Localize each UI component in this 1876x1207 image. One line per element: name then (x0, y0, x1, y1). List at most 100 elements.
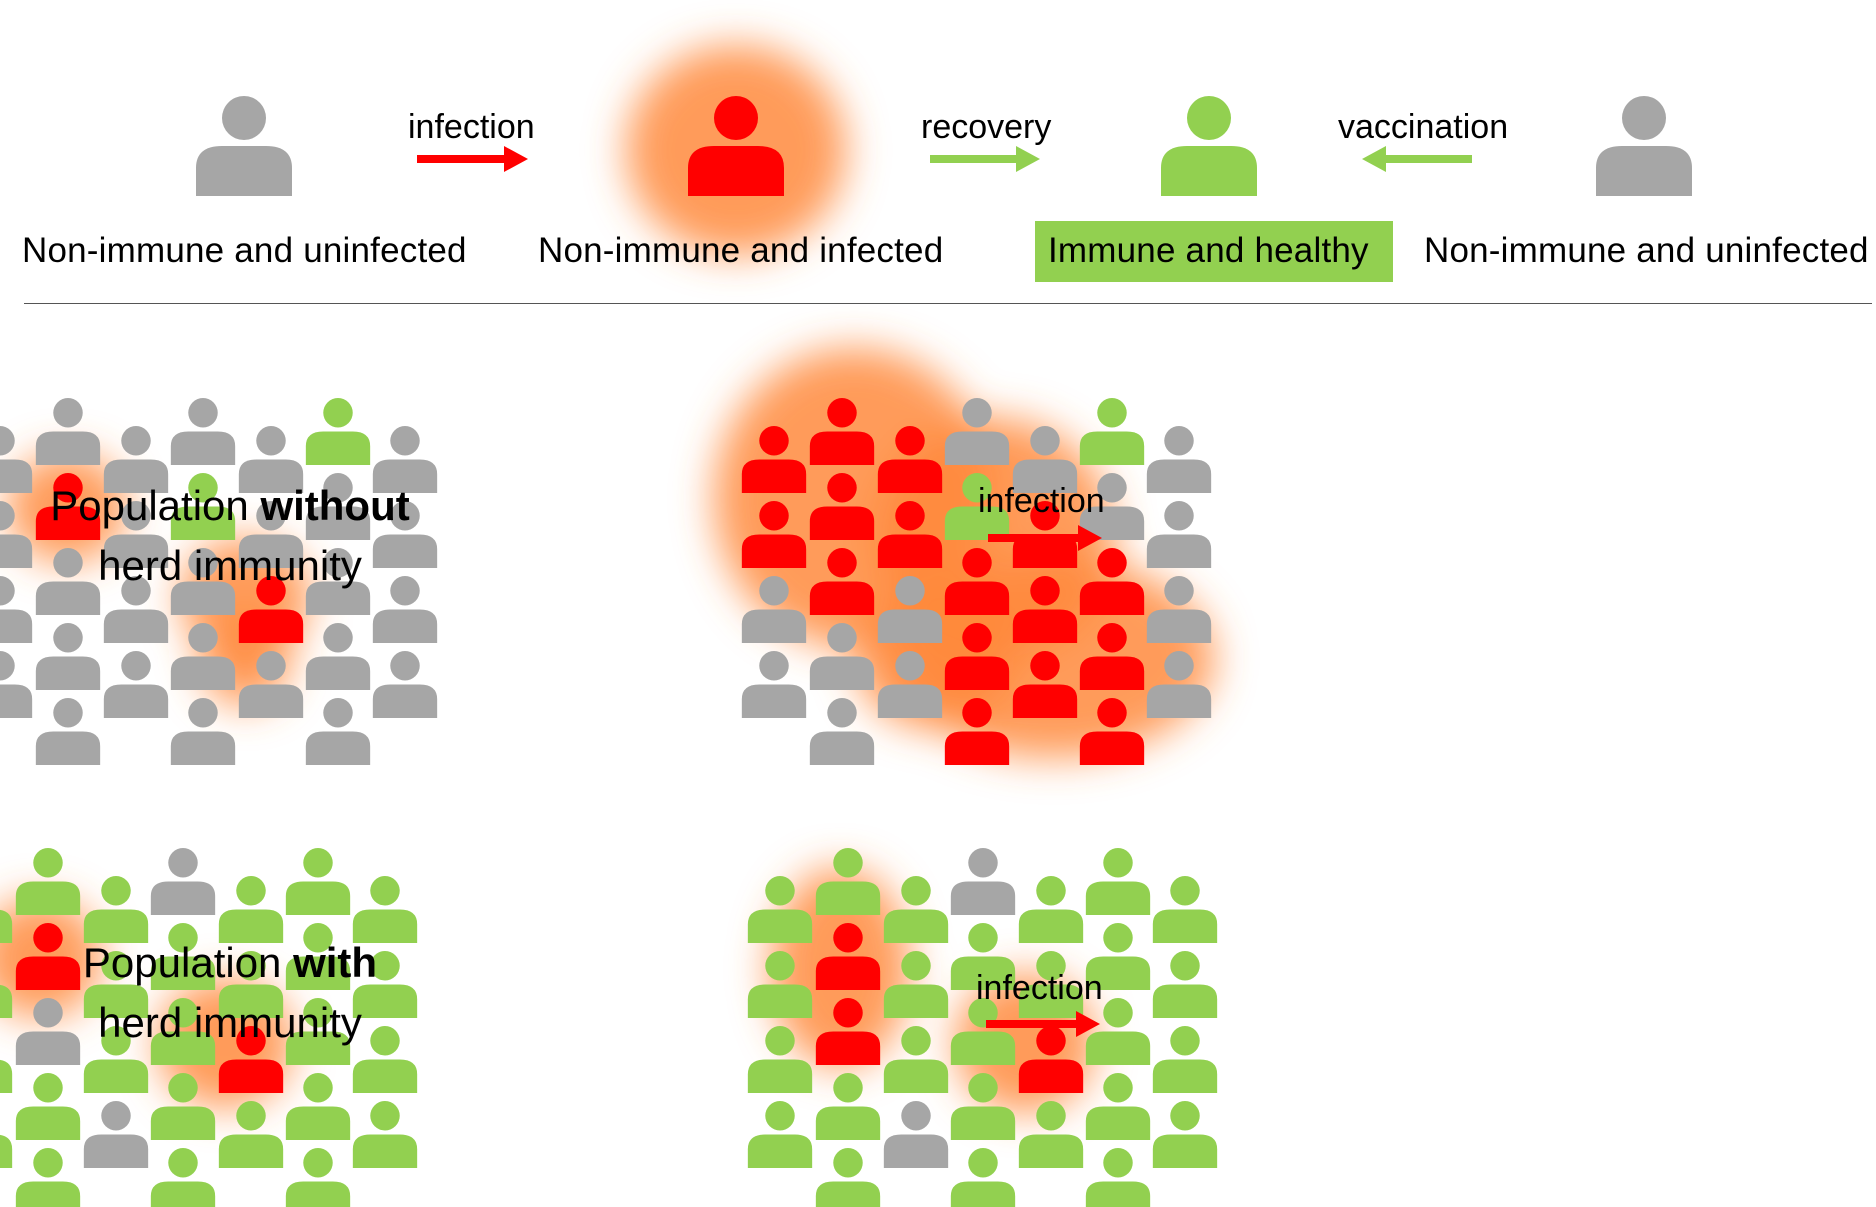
crowd-person-icon (815, 1073, 881, 1140)
crowd-person-icon (170, 548, 236, 615)
legend-person-icon (1161, 96, 1257, 196)
crowd-person-icon (944, 473, 1010, 540)
crowd-person-icon (150, 1073, 216, 1140)
crowd-person-icon (1018, 1026, 1084, 1093)
crowd-person-icon (747, 876, 813, 943)
crowd-person-icon (1152, 1101, 1218, 1168)
crowd-person-icon (0, 1134, 13, 1168)
crowd-person-icon (150, 923, 216, 990)
crowd-person-icon (1018, 951, 1084, 1018)
immune-label-highlight (1035, 221, 1393, 282)
crowd-person-icon (0, 576, 33, 643)
crowd-person-icon (35, 623, 101, 690)
legend-label-non-immune-infected: Non-immune and infected (538, 231, 944, 270)
legend-person-icon (688, 96, 784, 196)
crowd-person-icon (1079, 623, 1145, 690)
crowd-person-icon (285, 1148, 351, 1207)
crowd-person-icon (103, 501, 169, 568)
section-divider (24, 303, 1872, 304)
crowd-person-icon (15, 1073, 81, 1140)
crowd-person-icon (218, 1101, 284, 1168)
crowd-person-icon (285, 1073, 351, 1140)
crowd-person-icon (305, 698, 371, 765)
crowd-person-icon (747, 951, 813, 1018)
crowd-person-icon (883, 1101, 949, 1168)
crowd-person-icon (305, 623, 371, 690)
crowd-person-icon (150, 848, 216, 915)
crowd-person-icon (741, 426, 807, 493)
crowd-person-icon (238, 501, 304, 568)
crowd-person-icon (352, 1026, 418, 1093)
crowd-person-icon (372, 651, 438, 718)
crowd-person-icon (944, 623, 1010, 690)
crowd-person-icon (352, 876, 418, 943)
crowd-person-icon (1152, 951, 1218, 1018)
crowd-person-icon (877, 426, 943, 493)
crowd-person-icon (950, 998, 1016, 1065)
crowd-person-icon (1012, 501, 1078, 568)
crowd-person-icon (1012, 426, 1078, 493)
crowd-person-icon (747, 1026, 813, 1093)
row-label-without: Population without herd immunity (50, 482, 410, 589)
crowd-person-icon (150, 998, 216, 1065)
crowd-person-icon (372, 501, 438, 568)
legend-label-immune-healthy: Immune and healthy (1048, 231, 1369, 270)
crowd-person-icon (0, 501, 33, 568)
crowd-person-icon (103, 651, 169, 718)
crowd-person-icon (150, 1148, 216, 1207)
crowd-person-icon (1085, 1148, 1151, 1207)
crowd-person-icon (883, 1026, 949, 1093)
legend-person-icon (1596, 96, 1692, 196)
crowd-person-icon (1079, 473, 1145, 540)
crowd-person-icon (815, 923, 881, 990)
crowd-person-icon (1085, 923, 1151, 990)
crowd-person-icon (238, 651, 304, 718)
recovery-arrow-icon (930, 146, 1040, 172)
crowd-person-icon (950, 923, 1016, 990)
crowd-person-icon (950, 1148, 1016, 1207)
crowd-person-icon (950, 1073, 1016, 1140)
legend-label-non-immune-uninfected-2: Non-immune and uninfected (1424, 231, 1869, 270)
crowd-person-icon (1085, 848, 1151, 915)
crowd-person-icon (103, 426, 169, 493)
row-label-with: Population with herd immunity (82, 939, 378, 1046)
crowd-person-icon (809, 548, 875, 615)
crowd-person-icon (1079, 398, 1145, 465)
crowd-person-icon (35, 398, 101, 465)
crowd-person-icon (944, 398, 1010, 465)
infection-arrow-icon (417, 146, 528, 172)
crowd-person-icon (35, 698, 101, 765)
crowd-person-icon (83, 876, 149, 943)
crowd-person-icon (15, 923, 81, 990)
crowd-person-icon (305, 473, 371, 540)
crowd-person-icon (741, 501, 807, 568)
crowd-person-icon (1085, 998, 1151, 1065)
crowd-person-icon (809, 473, 875, 540)
legend-label-non-immune-uninfected: Non-immune and uninfected (22, 231, 467, 270)
crowd-person-icon (809, 623, 875, 690)
row-arrow-label-without: infection (978, 482, 1105, 520)
crowd-person-icon (883, 951, 949, 1018)
crowd-person-icon (83, 1101, 149, 1168)
crowd-person-icon (305, 398, 371, 465)
crowd-person-icon (809, 698, 875, 765)
crowd-person-icon (35, 548, 101, 615)
crowd-person-icon (15, 848, 81, 915)
crowd-person-icon (1079, 548, 1145, 615)
crowd-person-icon (35, 473, 101, 540)
crowd-person-icon (1152, 1026, 1218, 1093)
crowd-person-icon (285, 998, 351, 1065)
arrow-label-vaccination: vaccination (1338, 108, 1509, 146)
crowd-person-icon (815, 848, 881, 915)
crowd-person-icon (15, 998, 81, 1065)
crowd-person-icon (170, 698, 236, 765)
crowd-person-icon (815, 1148, 881, 1207)
crowd-person-icon (0, 651, 33, 718)
crowd-person-icon (1152, 876, 1218, 943)
crowd-person-icon (877, 651, 943, 718)
legend-person-icon (196, 96, 292, 196)
crowd-person-icon (83, 1026, 149, 1093)
crowd-person-icon (372, 426, 438, 493)
crowd-person-icon (1146, 576, 1212, 643)
